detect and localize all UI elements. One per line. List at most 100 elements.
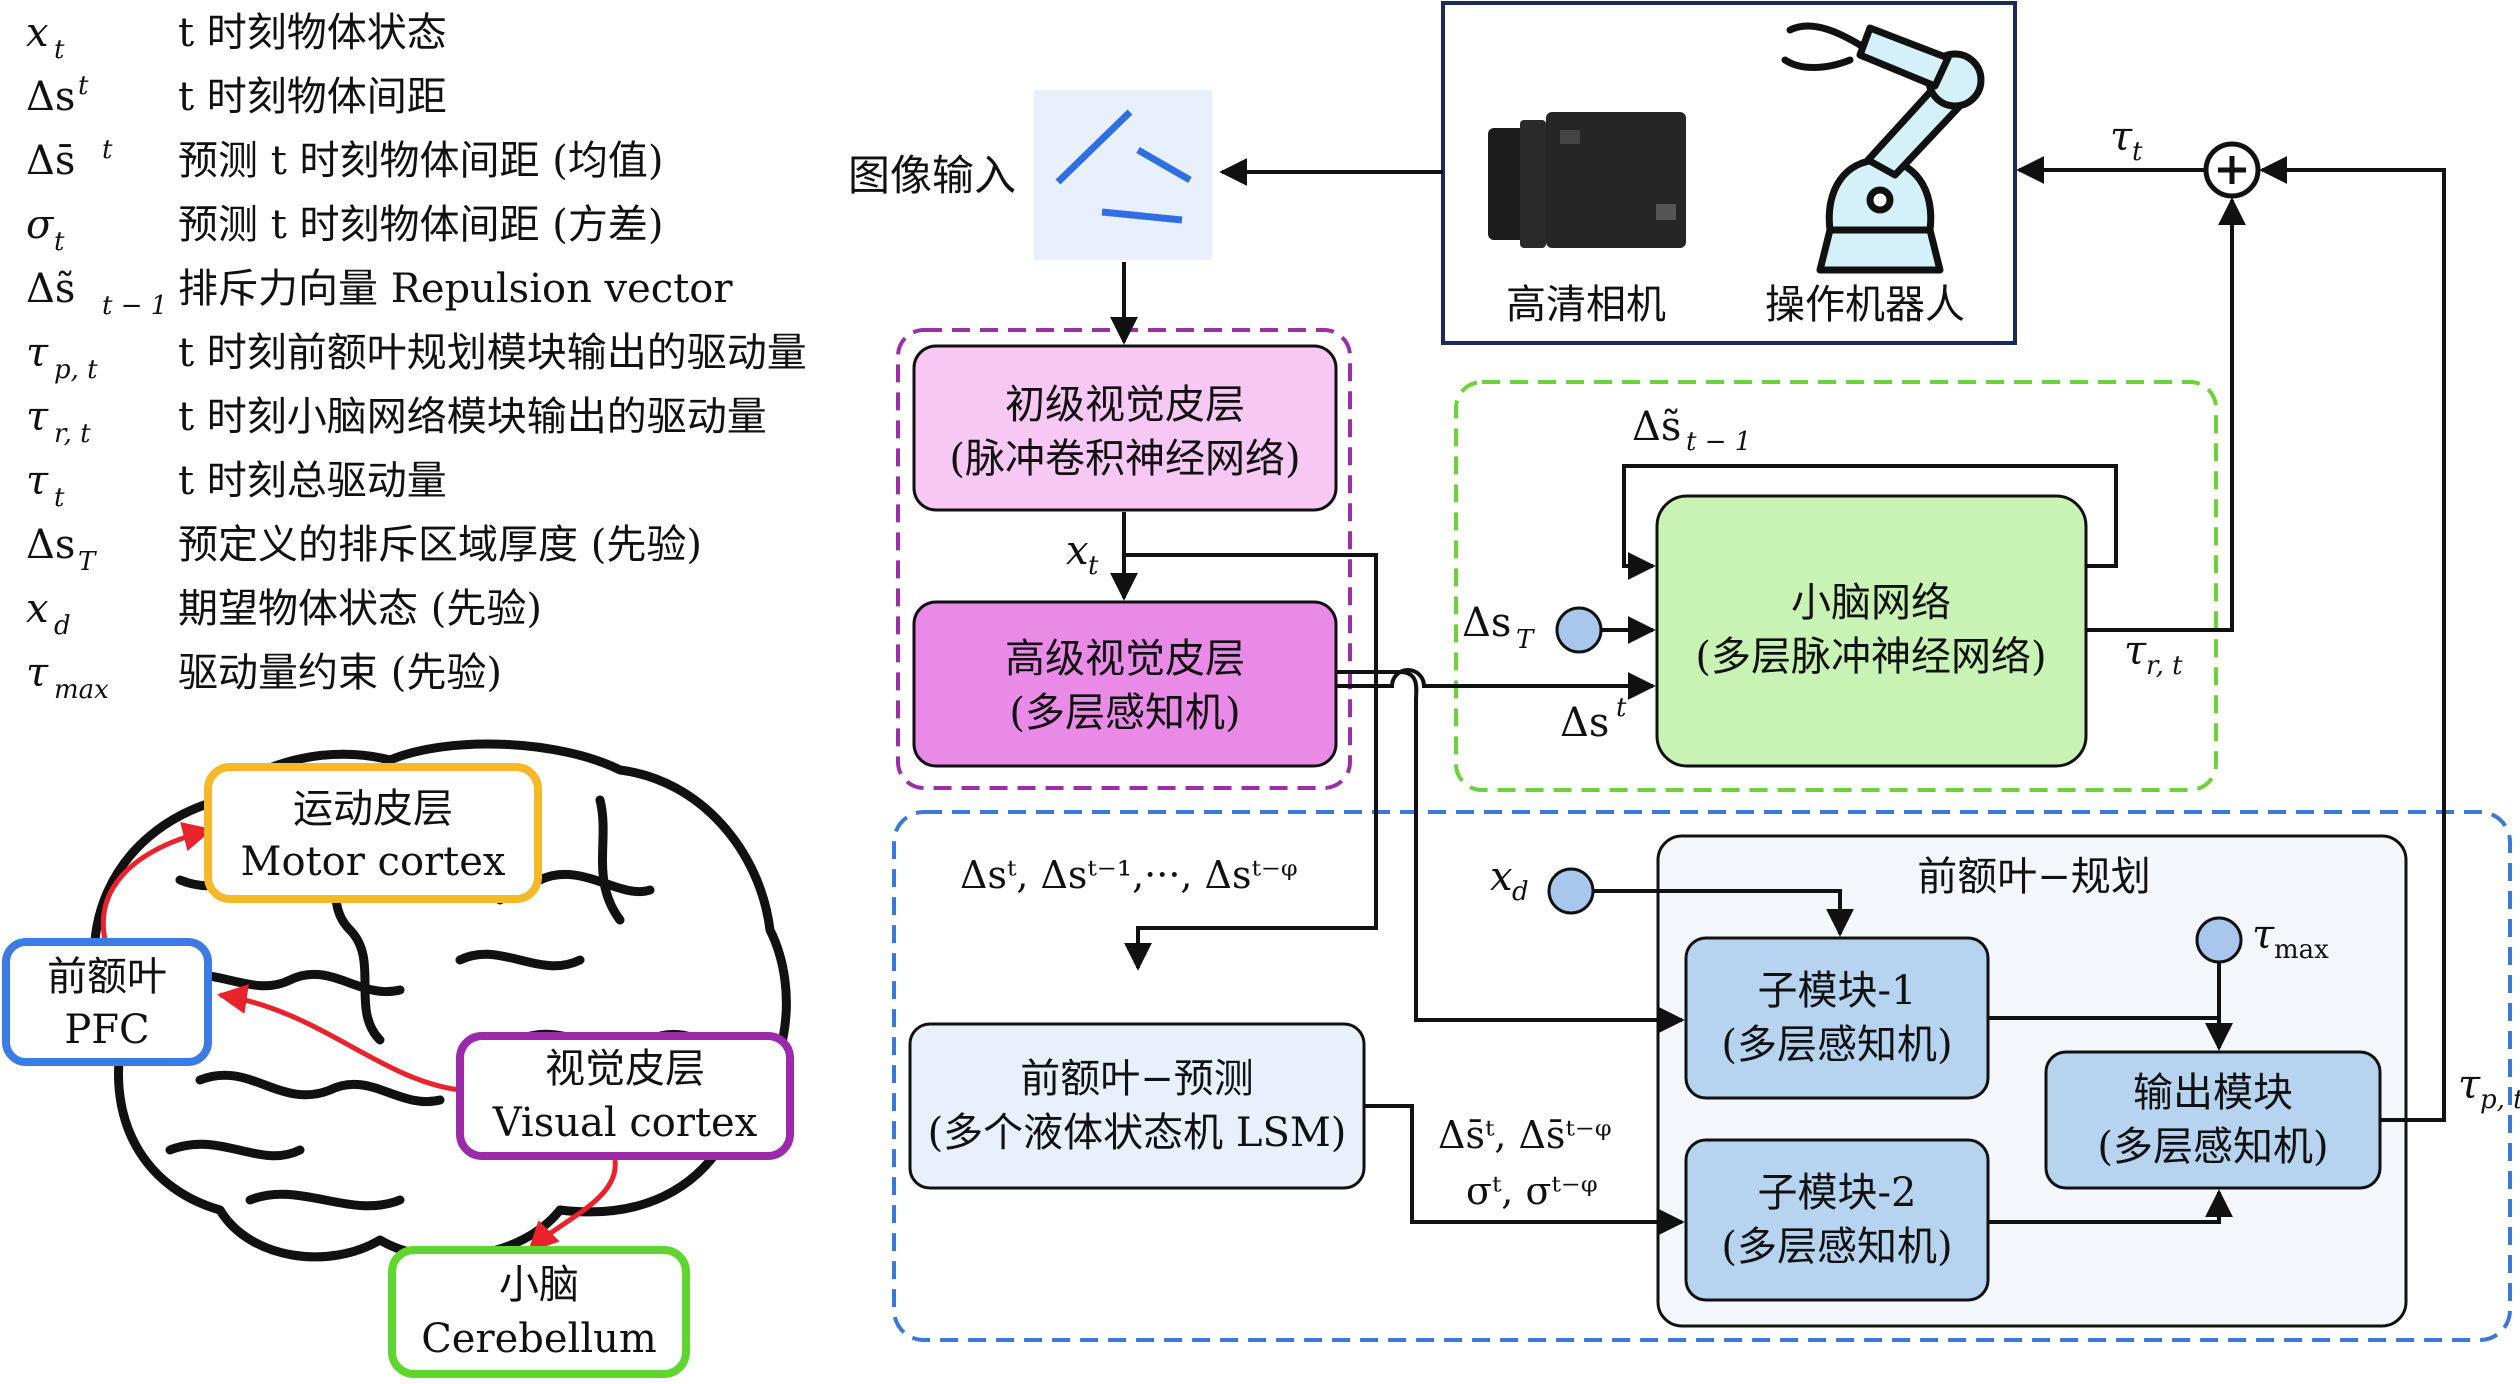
output-module-title: 输出模块 (2133, 1070, 2293, 1116)
advanced-visual-title: 高级视觉皮层 (1005, 636, 1245, 682)
legend-symbol-sup: t (78, 71, 89, 101)
camera-label: 高清相机 (1506, 282, 1666, 328)
legend-description: t 时刻总驱动量 (178, 458, 447, 504)
submodule-1-title: 子模块-1 (1758, 968, 1917, 1014)
signal-pred-var: σᵗ, σᵗ⁻ᵠ (1466, 1169, 1598, 1213)
image-input-thumbnail (1034, 90, 1212, 260)
cerebellum-net-box: 小脑网络 (多层脉冲神经网络) (1655, 494, 2088, 768)
signal-tau-max: τ max (2252, 912, 2329, 965)
svg-text:t: t (1616, 693, 1627, 723)
legend-symbol: σ (26, 202, 55, 248)
signal-history: Δsᵗ, Δsᵗ⁻¹,···, Δsᵗ⁻ᵠ (960, 853, 1298, 897)
output-module-subtitle: (多层感知机) (2097, 1124, 2328, 1170)
svg-text:Δs̃: Δs̃ (1632, 404, 1681, 450)
submodule-2-box: 子模块-2 (多层感知机) (1684, 1138, 1990, 1302)
x-d-node (1547, 867, 1595, 915)
legend-symbol: x (26, 586, 49, 632)
pfc-plan-title: 前额叶−规划 (1917, 854, 2151, 900)
camera-icon (1488, 112, 1686, 248)
legend-symbol-sub: t (54, 35, 65, 65)
signal-x-d: x d (1490, 854, 1529, 907)
svg-text:τ: τ (2458, 1062, 2481, 1108)
pfc-predict-title: 前额叶−预测 (1020, 1056, 1254, 1102)
legend-symbol: Δs (26, 74, 75, 120)
legend-symbol-sub: p, t (54, 355, 98, 385)
signal-delta-s-t: Δs t (1560, 693, 1627, 746)
submodule-1-subtitle: (多层感知机) (1721, 1022, 1952, 1068)
svg-text:Δs: Δs (1462, 600, 1511, 646)
hardware-box: 高清相机 操作机器人 (1441, 1, 2017, 345)
tau-max-node (2195, 916, 2243, 964)
visual-en-label: Visual cortex (492, 1100, 758, 1146)
legend-symbol-sup: t (102, 135, 113, 165)
svg-text:t: t (1088, 551, 1099, 581)
pfc-predict-box: 前额叶−预测 (多个液体状态机 LSM) (908, 1022, 1366, 1190)
legend-symbol-sub: max (54, 675, 109, 705)
svg-text:Δs: Δs (1560, 700, 1609, 746)
signal-tau-pt: τ p, t (2458, 1062, 2520, 1115)
pfc-cn-label: 前额叶 (47, 954, 167, 1000)
legend-description: 期望物体状态 (先验) (178, 586, 542, 632)
legend-symbol-sub: t − 1 (102, 291, 167, 321)
legend-description: 预定义的排斥区域厚度 (先验) (178, 522, 702, 568)
sum-junction (2203, 141, 2261, 199)
pfc-group-frame (892, 810, 2512, 1342)
pfc-predict-subtitle: (多个液体状态机 LSM) (928, 1110, 1347, 1156)
svg-text:T: T (1516, 625, 1535, 655)
cerebellum-cn-label: 小脑 (499, 1262, 579, 1308)
legend-symbol: Δs (26, 522, 75, 568)
cerebellum-net-title: 小脑网络 (1791, 580, 1951, 626)
legend-symbol: τ (26, 458, 49, 504)
legend-symbol-sub: T (78, 547, 97, 577)
legend-description: 预测 t 时刻物体间距 (均值) (178, 138, 663, 184)
legend-row: Δs̃ t − 1 排斥力向量 Repulsion vector (26, 266, 733, 321)
legend-description: 预测 t 时刻物体间距 (方差) (178, 202, 663, 248)
legend-description: 排斥力向量 Repulsion vector (178, 266, 733, 312)
svg-text:d: d (1512, 877, 1529, 907)
motor-cn-label: 运动皮层 (293, 786, 453, 832)
legend-symbol: τ (26, 330, 49, 376)
region-pfc: 前额叶 PFC (2, 938, 212, 1066)
legend-description: 驱动量约束 (先验) (178, 650, 502, 696)
region-cerebellum: 小脑 Cerebellum (388, 1246, 690, 1378)
legend-symbol-sub: d (54, 611, 71, 641)
brain-connections (100, 822, 618, 1253)
region-visual-cortex: 视觉皮层 Visual cortex (456, 1032, 794, 1160)
legend-symbol-sub: t (54, 483, 65, 513)
robot-label: 操作机器人 (1765, 282, 1965, 328)
pfc-en-label: PFC (64, 1007, 149, 1053)
robot-arm-icon (1781, 22, 1985, 274)
legend-symbol: Δs̃ (26, 266, 75, 312)
submodule-2-subtitle: (多层感知机) (1721, 1224, 1952, 1270)
signal-x-t: x t (1066, 528, 1099, 581)
signal-pred-mean: Δs̄ᵗ, Δs̄ᵗ⁻ᵠ (1438, 1113, 1612, 1157)
submodule-1-box: 子模块-1 (多层感知机) (1684, 936, 1990, 1100)
legend-row: Δs̄ t 预测 t 时刻物体间距 (均值) (26, 135, 663, 184)
legend-symbol: x (26, 10, 49, 56)
primary-visual-subtitle: (脉冲卷积神经网络) (949, 436, 1300, 482)
svg-text:p, t: p, t (2480, 1085, 2520, 1115)
advanced-visual-box: 高级视觉皮层 (多层感知机) (912, 600, 1338, 768)
cerebellum-group-frame (1454, 380, 2218, 792)
connectors (1110, 156, 2446, 1236)
svg-text:r, t: r, t (2146, 651, 2183, 681)
svg-text:τ: τ (2110, 114, 2133, 160)
submodule-2-title: 子模块-2 (1758, 1170, 1917, 1216)
primary-visual-title: 初级视觉皮层 (1005, 382, 1245, 428)
legend-description: t 时刻物体间距 (178, 74, 447, 120)
signal-delta-s-tilde: Δs̃ t − 1 (1632, 404, 1751, 457)
legend-symbol: τ (26, 650, 49, 696)
output-module-box: 输出模块 (多层感知机) (2044, 1050, 2382, 1190)
delta-s-T-node (1555, 606, 1603, 654)
advanced-visual-subtitle: (多层感知机) (1009, 690, 1240, 736)
primary-visual-box: 初级视觉皮层 (脉冲卷积神经网络) (912, 344, 1338, 512)
signal-tau-rt: τ r, t (2124, 628, 2183, 681)
svg-text:max: max (2274, 935, 2329, 965)
legend-symbol: Δs̄ (26, 138, 75, 184)
